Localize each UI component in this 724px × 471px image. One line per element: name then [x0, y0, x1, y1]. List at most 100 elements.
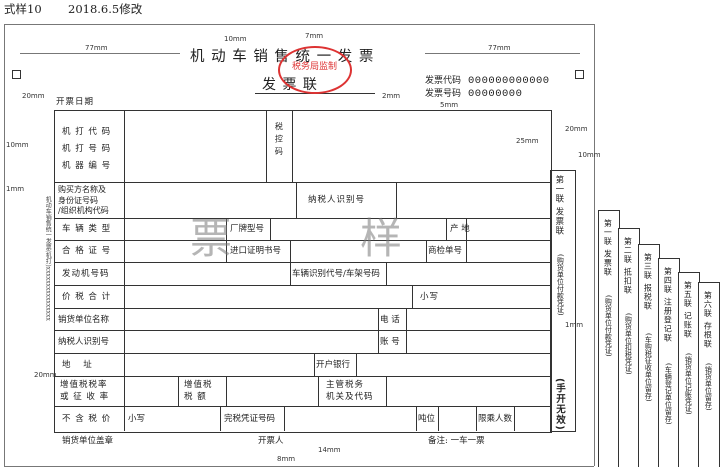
- col-line-buyer-id-right: [396, 182, 397, 218]
- copy-tab-3-note: (车购税征收单位留存): [644, 333, 653, 402]
- copy-tab-3-label: 第三联 报税联: [643, 253, 653, 311]
- total-price-label: 价 税 合 计: [62, 292, 112, 302]
- dim-77-right: 77mm: [488, 44, 511, 52]
- dim-10-left: 10mm: [6, 141, 29, 149]
- row-line-2: [54, 218, 550, 219]
- tax-authority-line-2: 机关及代码: [326, 392, 374, 402]
- tax-seal: 税务局监制: [278, 46, 352, 94]
- vat-rate-line-2: 或 征 收 率: [60, 392, 110, 402]
- buyer-name-line-2: 身份证号码: [58, 195, 98, 205]
- copy-tab-3: 第三联 报税联 (车购税征收单位留存): [638, 244, 660, 467]
- copy-tab-4-label: 第四联 注册登记联: [663, 267, 673, 343]
- col-line-buyer-id-left: [296, 182, 297, 218]
- dim-1-right: 1mm: [565, 321, 584, 329]
- col-line-tax-right: [292, 110, 293, 182]
- col-line-tonnage-right: [438, 406, 439, 431]
- phone-label: 电 话: [380, 315, 400, 325]
- watermark-piao: 票: [190, 214, 233, 263]
- row-line-3: [54, 240, 550, 241]
- remark-label: 备注: 一车一票: [428, 436, 485, 446]
- bank-label: 开户银行: [316, 360, 351, 370]
- address-label: 地 址: [62, 360, 97, 370]
- dim-20-top: 20mm: [22, 92, 45, 100]
- tax-authority-line-1: 主管税务: [326, 380, 365, 390]
- col-line-origin-right: [466, 218, 467, 240]
- col-line-bank-right: [356, 353, 357, 376]
- tonnage-label: 吨位: [418, 414, 436, 424]
- engine-no-label: 发动机号码: [62, 269, 110, 279]
- col-line-authority-right: [386, 376, 387, 406]
- tax-control-label: 税 控 码: [274, 122, 284, 157]
- copy-tab-2-note: (购货单位扣税凭证): [624, 313, 633, 375]
- vat-amount-line-2: 税 额: [184, 392, 207, 402]
- col-line-import-right: [290, 240, 291, 262]
- col-line-vat-rate: [124, 376, 125, 406]
- tax-authority-label: 主管税务 机关及代码: [326, 379, 374, 403]
- vat-rate-line-1: 增值税税率: [60, 380, 108, 390]
- col-line-phone-left: [378, 308, 379, 330]
- col-line-receipt-right: [284, 406, 285, 431]
- col-line-receipt-left: [220, 406, 221, 431]
- col-line-inspect-left: [426, 240, 427, 262]
- dim-5: 5mm: [440, 101, 459, 109]
- copy-tab-6-note: (销货单位留存): [704, 363, 713, 411]
- copy1-side-note: (购货单位付款凭证): [556, 254, 565, 316]
- registration-square-right: [575, 70, 584, 79]
- buyer-taxpayer-id-label: 纳税人识别号: [308, 195, 366, 205]
- buyer-name-label: 购买方名称及 身份证号码 /组织机构代码: [58, 185, 124, 217]
- vat-rate-label: 增值税税率 或 征 收 率: [60, 379, 109, 403]
- invoice-code-value: 000000000000: [468, 75, 550, 87]
- handwritten-invalid-note: (手开无效): [553, 378, 565, 431]
- dim-25: 25mm: [516, 137, 539, 145]
- machine-number-label: 机 打 号 码: [62, 144, 112, 154]
- dim-line-77-left: [20, 53, 180, 54]
- paper-left-edge: [4, 24, 5, 466]
- dim-20-bottom: 20mm: [34, 371, 57, 379]
- col-line-vtype: [124, 218, 125, 240]
- row-line-6: [54, 308, 550, 309]
- copy-tab-6: 第六联 存根联 (销货单位留存): [698, 282, 720, 467]
- registration-square-left: [12, 70, 21, 79]
- dim-14: 14mm: [318, 446, 341, 454]
- col-line-engine: [124, 262, 125, 285]
- dim-1-left: 1mm: [6, 185, 25, 193]
- tax-seal-text: 税务局监制: [292, 62, 338, 72]
- col-line-origin-left: [446, 218, 447, 240]
- row-line-1: [54, 182, 550, 183]
- seller-name-label: 销货单位名称: [58, 315, 110, 325]
- copy-tab-1-label: 第一联 发票联: [603, 219, 613, 277]
- copy-tab-1-note: (购货单位付款凭证): [604, 295, 613, 357]
- copy-tab-2: 第二联 抵扣联 (购货单位扣税凭证): [618, 228, 640, 467]
- col-line-authority-left: [318, 376, 319, 406]
- import-cert-label: 进口证明书号: [230, 246, 282, 256]
- invoice-code-label: 发票代码: [425, 76, 462, 86]
- issuer-label: 开票人: [258, 436, 284, 446]
- col-line-brand-left: [226, 218, 227, 240]
- paper-right-edge: [594, 24, 595, 466]
- col-line-account-right: [406, 330, 407, 353]
- inspection-no-label: 商检单号: [428, 246, 463, 256]
- col-line-total: [124, 285, 125, 308]
- revision-date: 2018.6.5修改: [68, 2, 143, 16]
- buyer-name-line-3: /组织机构代码: [58, 206, 109, 215]
- style-label: 式样10: [4, 2, 42, 16]
- col-line-brand-right: [270, 218, 271, 240]
- copy-tab-2-label: 第二联 抵扣联: [623, 237, 633, 295]
- copy-tab-1: 第一联 发票联 (购货单位付款凭证): [598, 210, 620, 467]
- col-line-inspect-right: [466, 240, 467, 262]
- copy-tab-4: 第四联 注册登记联 (车辆登记单位留存): [658, 258, 680, 467]
- col-line-tax-left: [266, 110, 267, 182]
- pretax-small-label: 小写: [128, 414, 146, 424]
- col-line-tonnage-left: [416, 406, 417, 431]
- seller-taxpayer-id-label: 纳税人识别号: [58, 337, 110, 347]
- vin-label: 车辆识别代号/车架号码: [292, 269, 380, 279]
- col-line-phone-right: [406, 308, 407, 330]
- dim-10-right: 10mm: [578, 151, 601, 159]
- invoice-number-label: 发票号码: [425, 89, 462, 99]
- total-small-label: 小写: [420, 292, 440, 302]
- dim-2: 2mm: [382, 92, 401, 100]
- copy-tab-5: 第五联 记账联 (销货单位记账凭证): [678, 272, 700, 467]
- copy1-side-strip: [550, 170, 576, 432]
- col-line-bank-left: [314, 353, 315, 376]
- machine-code-label: 机 打 代 码: [62, 127, 112, 137]
